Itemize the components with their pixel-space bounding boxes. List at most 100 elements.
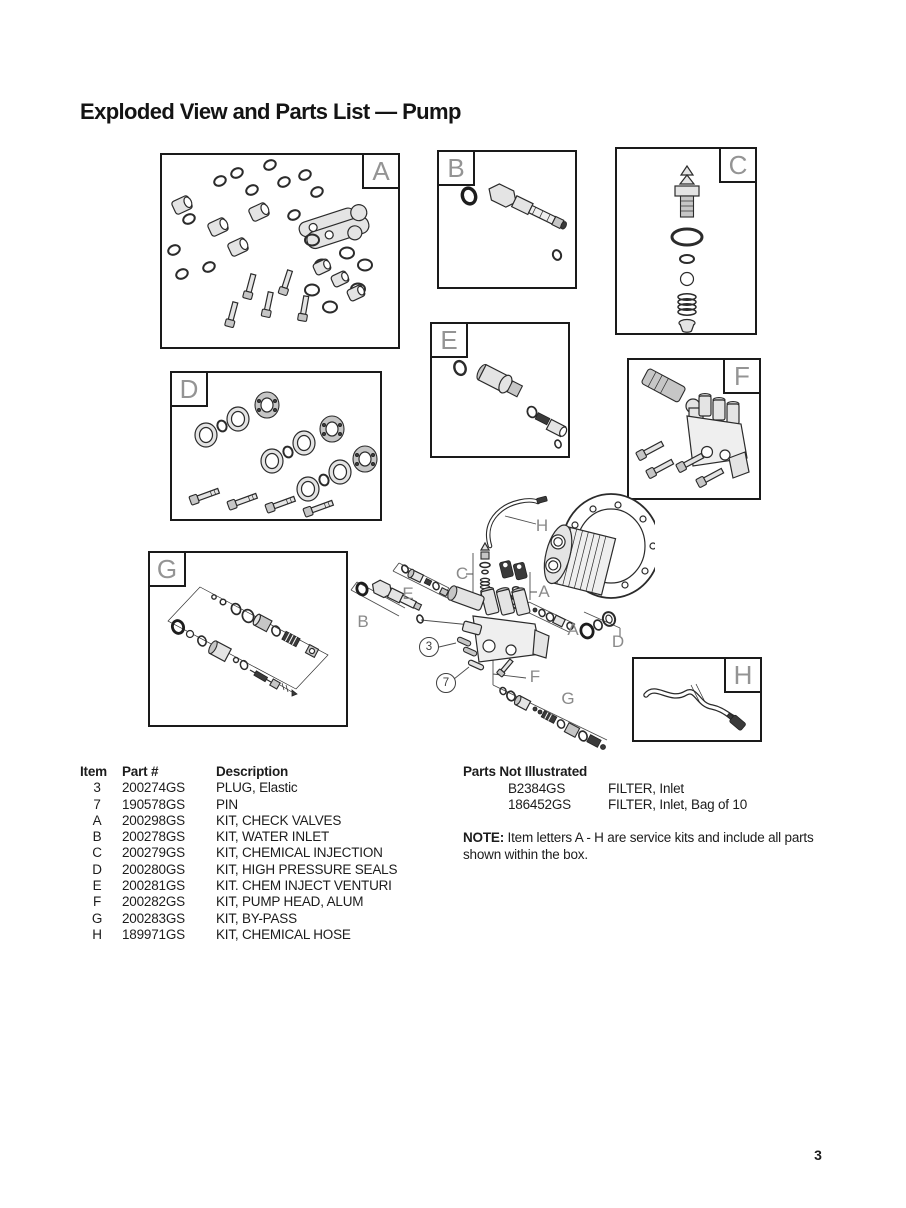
- diagram-box-e: E: [430, 322, 570, 458]
- cell-description: KIT, WATER INLET: [216, 829, 330, 845]
- cell-part: 186452GS: [508, 796, 571, 812]
- table-row: H 189971GS KIT, CHEMICAL HOSE: [80, 927, 397, 943]
- cell-part: 189971GS: [122, 926, 185, 942]
- box-label-a-text: A: [372, 155, 390, 186]
- box-label-g: G: [148, 551, 186, 587]
- cell-description: KIT, PUMP HEAD, ALUM: [216, 894, 364, 910]
- cell-item: B: [92, 829, 102, 845]
- table-row: 7 190578GS PIN: [80, 797, 397, 813]
- box-label-b: B: [437, 150, 475, 186]
- cell-description: KIT, BY-PASS: [216, 910, 297, 926]
- diagram-box-f: F: [627, 358, 761, 500]
- diagram-box-c: C: [615, 147, 757, 335]
- header-item: Item: [80, 764, 107, 779]
- table-row: G 200283GS KIT, BY-PASS: [80, 911, 397, 927]
- page-number: 3: [814, 1147, 822, 1163]
- table-row: 3 200274GS PLUG, Elastic: [80, 780, 397, 796]
- cell-description: KIT, CHECK VALVES: [216, 812, 342, 828]
- central-assembly-illustration: [350, 493, 655, 750]
- kit-b-illustration: [460, 183, 567, 261]
- diagram-box-b: B: [437, 150, 577, 289]
- callout-d: D: [611, 632, 625, 651]
- box-label-f: F: [723, 358, 761, 394]
- cell-part: 200279GS: [122, 845, 185, 861]
- cell-item: H: [92, 926, 102, 942]
- box-label-h: H: [724, 657, 762, 693]
- cell-description: FILTER, Inlet, Bag of 10: [608, 796, 748, 812]
- diagram-box-d: D: [170, 371, 382, 521]
- list-item: B2384GS FILTER, Inlet: [463, 781, 747, 797]
- cell-part: 200282GS: [122, 894, 185, 910]
- cell-item: D: [92, 861, 102, 877]
- cell-description: PLUG, Elastic: [216, 780, 298, 796]
- box-label-g-text: G: [156, 553, 178, 584]
- cell-part: 200298GS: [122, 812, 185, 828]
- box-label-d: D: [170, 371, 208, 407]
- cell-part: B2384GS: [508, 780, 566, 796]
- page-title: Exploded View and Parts List — Pump: [80, 99, 461, 124]
- cell-part: 200280GS: [122, 861, 185, 877]
- box-label-b-text: B: [447, 152, 465, 183]
- kit-e-illustration: [453, 359, 568, 449]
- list-item: 186452GS FILTER, Inlet, Bag of 10: [463, 797, 747, 813]
- cell-part: 190578GS: [122, 796, 185, 812]
- kit-c-illustration: [670, 164, 704, 333]
- table-row: E 200281GS KIT. CHEM INJECT VENTURI: [80, 878, 397, 894]
- cell-description: KIT. CHEM INJECT VENTURI: [216, 878, 392, 894]
- note-paragraph: NOTE: Item letters A - H are service kit…: [463, 830, 855, 864]
- box-label-d-text: D: [179, 373, 199, 404]
- box-label-h-text: H: [733, 659, 753, 690]
- kit-h-illustration: [643, 683, 746, 731]
- cell-item: 7: [93, 796, 101, 812]
- parts-not-illustrated-title: Parts Not Illustrated: [463, 764, 588, 779]
- callout-item-3: 3: [419, 637, 439, 657]
- cell-description: KIT, CHEMICAL HOSE: [216, 926, 351, 942]
- diagram-box-h: H: [632, 657, 762, 742]
- box-label-a: A: [362, 153, 400, 189]
- callout-g: G: [561, 689, 575, 708]
- callout-h: H: [535, 516, 549, 535]
- box-label-f-text: F: [734, 360, 750, 391]
- cell-item: F: [92, 894, 102, 910]
- callout-b: B: [357, 612, 369, 631]
- central-exploded-view: H C A E B A D 3 F 7 G: [335, 468, 655, 770]
- parts-not-illustrated: Parts Not Illustrated B2384GS FILTER, Inl…: [463, 764, 747, 813]
- box-label-c: C: [719, 147, 757, 183]
- kit-f-illustration: [635, 368, 750, 488]
- parts-table-header: Item Part # Description: [80, 764, 397, 780]
- kit-g-illustration: [167, 586, 329, 697]
- table-row: F 200282GS KIT, PUMP HEAD, ALUM: [80, 894, 397, 910]
- callout-a-upper: A: [538, 582, 550, 601]
- callout-e: E: [402, 584, 414, 603]
- box-label-e-text: E: [440, 324, 458, 355]
- cell-description: KIT, CHEMICAL INJECTION: [216, 845, 383, 861]
- cell-part: 200278GS: [122, 829, 185, 845]
- diagram-box-a: A: [160, 153, 400, 349]
- cell-description: FILTER, Inlet: [608, 780, 684, 796]
- cell-description: PIN: [216, 796, 238, 812]
- cell-description: KIT, HIGH PRESSURE SEALS: [216, 861, 398, 877]
- cell-part: 200283GS: [122, 910, 185, 926]
- header-description: Description: [216, 764, 289, 779]
- cell-part: 200281GS: [122, 878, 185, 894]
- table-row: A 200298GS KIT, CHECK VALVES: [80, 813, 397, 829]
- note-label: NOTE:: [463, 830, 504, 845]
- diagram-box-g: G: [148, 551, 348, 727]
- callout-item-7: 7: [436, 673, 456, 693]
- cell-item: G: [91, 910, 103, 926]
- cell-part: 200274GS: [122, 780, 185, 796]
- cell-item: A: [92, 812, 102, 828]
- callout-c: C: [455, 564, 469, 583]
- parts-table: Item Part # Description 3 200274GS PLUG, E…: [80, 764, 397, 943]
- callout-a-lower: A: [567, 620, 579, 639]
- table-row: B 200278GS KIT, WATER INLET: [80, 829, 397, 845]
- cell-item: 3: [93, 780, 101, 796]
- cell-item: E: [92, 878, 102, 894]
- table-row: D 200280GS KIT, HIGH PRESSURE SEALS: [80, 862, 397, 878]
- box-label-c-text: C: [728, 149, 748, 180]
- header-part: Part #: [122, 764, 159, 779]
- kit-a-illustration: [167, 159, 373, 328]
- note-text: Item letters A - H are service kits and …: [463, 830, 814, 862]
